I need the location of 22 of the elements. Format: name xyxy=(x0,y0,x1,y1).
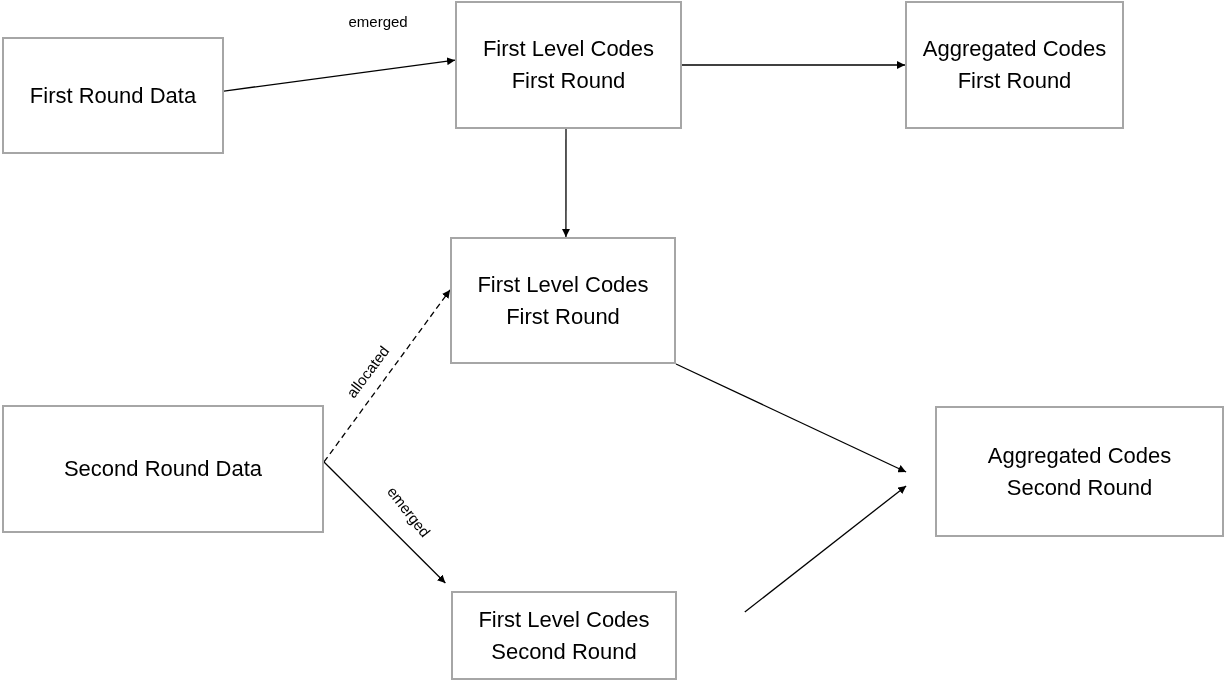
box-text: Aggregated Codes Second Round xyxy=(986,441,1173,502)
process-box xyxy=(450,237,676,364)
box-text: Second Round Data xyxy=(62,455,264,484)
process-box xyxy=(935,406,1224,537)
arrow xyxy=(681,61,906,69)
box-text: Aggregated Codes First Round xyxy=(921,35,1108,95)
edge-label: emerged xyxy=(346,13,410,31)
box-text: First Level Codes First Round xyxy=(476,270,650,331)
arrow xyxy=(323,461,446,584)
arrow xyxy=(561,128,570,238)
box-text: First Level Codes First Round xyxy=(481,35,656,95)
box-text: First Round Data xyxy=(28,81,198,110)
process-box xyxy=(455,1,682,129)
process-box xyxy=(2,37,224,154)
process-box xyxy=(2,405,324,533)
process-box xyxy=(451,591,677,680)
arrow xyxy=(675,363,907,473)
arrow xyxy=(223,57,456,92)
arrow xyxy=(744,485,907,613)
process-box xyxy=(905,1,1124,129)
box-text: First Level Codes Second Round xyxy=(477,605,651,666)
arrow xyxy=(323,289,451,463)
